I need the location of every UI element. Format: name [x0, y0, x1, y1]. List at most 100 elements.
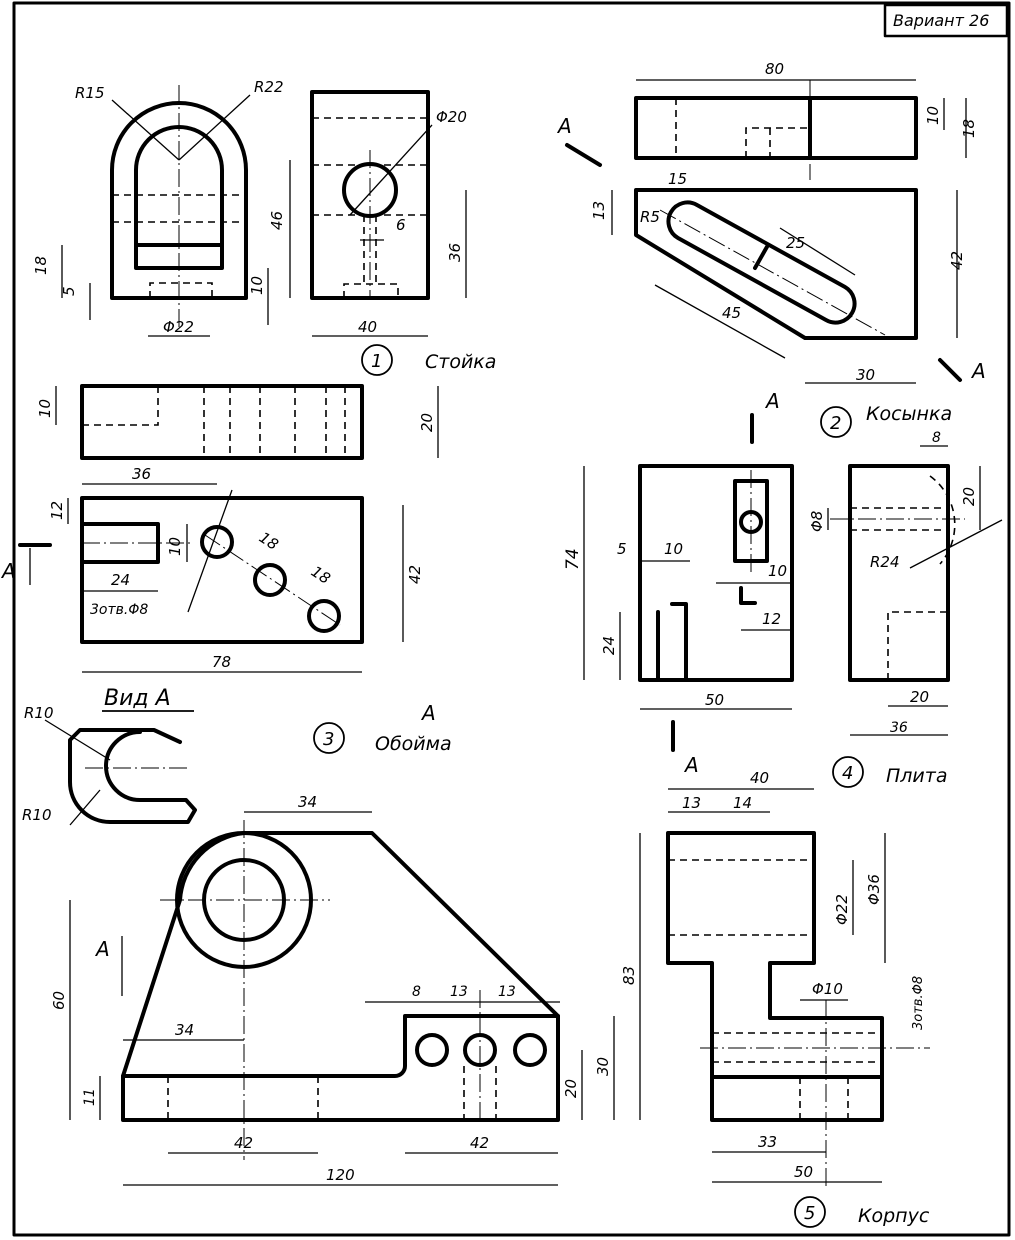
p5-d34: 34	[298, 793, 317, 811]
p1-r15: R15	[75, 84, 105, 102]
p2-d10: 10	[924, 106, 942, 125]
p5-d42b: 42	[470, 1134, 489, 1152]
p1-d18: 18	[32, 256, 50, 275]
p4-d20b: 20	[910, 688, 929, 706]
p2-name: Косынка	[866, 403, 952, 425]
variant-label: Вариант 26	[893, 11, 989, 30]
p1-d40: 40	[358, 318, 377, 336]
p1-d46: 46	[268, 211, 286, 230]
p4-sec-a2: А	[683, 753, 699, 777]
p4-d10a: 10	[664, 540, 683, 558]
variant-box	[883, 3, 1009, 38]
p5-phi22: Φ22	[833, 894, 851, 925]
p3-d18a: 18	[256, 528, 282, 553]
p4-r24: R24	[870, 553, 900, 571]
p3-sec-a2: А	[420, 701, 436, 725]
p3-d24: 24	[111, 571, 130, 589]
p4-d24: 24	[600, 636, 618, 655]
view-a-label: Вид А	[104, 686, 171, 711]
p3-d78: 78	[212, 653, 231, 671]
p1-d36: 36	[446, 243, 464, 262]
p5-d13b: 13	[498, 984, 516, 1000]
p1-number-circle	[361, 344, 393, 376]
sheet-frame	[12, 1, 1011, 1237]
p2-number: 2	[830, 413, 841, 434]
p1-d6: 6	[396, 216, 406, 234]
p5-d14: 14	[733, 794, 752, 812]
p4-name: Плита	[886, 765, 948, 787]
p5-number: 5	[804, 1203, 815, 1224]
p3-name: Обойма	[375, 733, 452, 755]
p5-d83: 83	[620, 966, 638, 985]
p5-d50: 50	[794, 1163, 813, 1181]
p4-number: 4	[842, 763, 853, 784]
p2-number-circle	[820, 406, 852, 438]
p5-d13a: 13	[450, 984, 468, 1000]
p5-d20: 20	[562, 1079, 580, 1098]
p5-d40: 40	[750, 769, 769, 787]
p2-d30: 30	[856, 366, 875, 384]
p2-d18: 18	[960, 119, 978, 138]
p3-d10b: 10	[166, 537, 184, 556]
p2-sec-a2: А	[970, 359, 986, 383]
p5-holes: 3отв.Φ8	[911, 976, 926, 1030]
p1-phi20: Φ20	[436, 108, 467, 126]
part-3-oboima: 10 20 36 12 10 24 18 18 42 78 3отв.Φ8 А …	[0, 384, 452, 826]
p4-d12: 12	[762, 610, 781, 628]
p3-d18b: 18	[308, 562, 334, 587]
p5-d30: 30	[594, 1057, 612, 1076]
p4-d8: 8	[932, 430, 941, 446]
p5-name: Корпус	[858, 1205, 930, 1227]
p1-r22: R22	[254, 78, 284, 96]
p2-d45: 45	[722, 304, 741, 322]
p5-d8: 8	[412, 984, 421, 1000]
part-1-stoika: R15 R22 Φ20 Φ22 46 36 40 18 5 10 6 1 Сто…	[32, 78, 496, 376]
p1-d5: 5	[60, 286, 78, 296]
p4-phi8: Φ8	[808, 511, 826, 532]
p2-d80: 80	[765, 60, 784, 78]
p3-sec-a: А	[0, 559, 16, 583]
p4-number-circle	[832, 756, 864, 788]
p5-phi10: Φ10	[812, 980, 843, 998]
p3-holes: 3отв.Φ8	[90, 602, 148, 618]
part-5-korpus: 34 60 83 11 34 42 42 120 8 13 13 20 30 4…	[50, 769, 930, 1228]
p2-d42: 42	[948, 251, 966, 270]
p3-r10a: R10	[24, 704, 54, 722]
p1-d10: 10	[248, 276, 266, 295]
p1-name: Стойка	[425, 351, 496, 373]
p5-d42a: 42	[234, 1134, 253, 1152]
p2-d13: 13	[590, 201, 608, 220]
p2-d15: 15	[668, 170, 687, 188]
p4-d36: 36	[890, 720, 908, 736]
p5-d33: 33	[758, 1133, 777, 1151]
p4-d10b: 10	[768, 562, 787, 580]
p5-d11: 11	[82, 1088, 98, 1106]
p1-number: 1	[371, 351, 382, 372]
p4-d50: 50	[705, 691, 724, 709]
p5-d34b: 34	[175, 1021, 194, 1039]
p5-sec-a: А	[94, 937, 110, 961]
p3-d42: 42	[406, 565, 424, 584]
p3-number-circle	[313, 722, 345, 754]
p3-d36: 36	[132, 465, 151, 483]
p3-r10b: R10	[22, 806, 52, 824]
p5-d120: 120	[326, 1166, 355, 1184]
p3-d20: 20	[418, 413, 436, 432]
p2-d25: 25	[786, 234, 805, 252]
p5-d13c: 13	[682, 794, 701, 812]
p4-d20: 20	[960, 487, 978, 506]
p4-d74: 74	[563, 548, 583, 570]
p1-phi22: Φ22	[163, 318, 194, 336]
p2-sec-a1: А	[556, 114, 572, 138]
part-2-kosynka: 80 10 18 15 13 R5 25 45 42 30 А А 2 Косы…	[556, 60, 986, 438]
p3-number: 3	[323, 729, 334, 750]
p5-number-circle	[794, 1196, 826, 1228]
p3-d10: 10	[36, 399, 54, 418]
p2-r5: R5	[640, 208, 660, 226]
p4-d5: 5	[617, 540, 627, 558]
p5-phi36: Φ36	[865, 874, 883, 905]
p4-sec-a1: А	[764, 389, 780, 413]
part-4-plita: 74 5 10 10 12 24 50 8 20 Φ8 R24 20 36 А …	[563, 389, 1003, 788]
p3-d12: 12	[48, 501, 66, 520]
